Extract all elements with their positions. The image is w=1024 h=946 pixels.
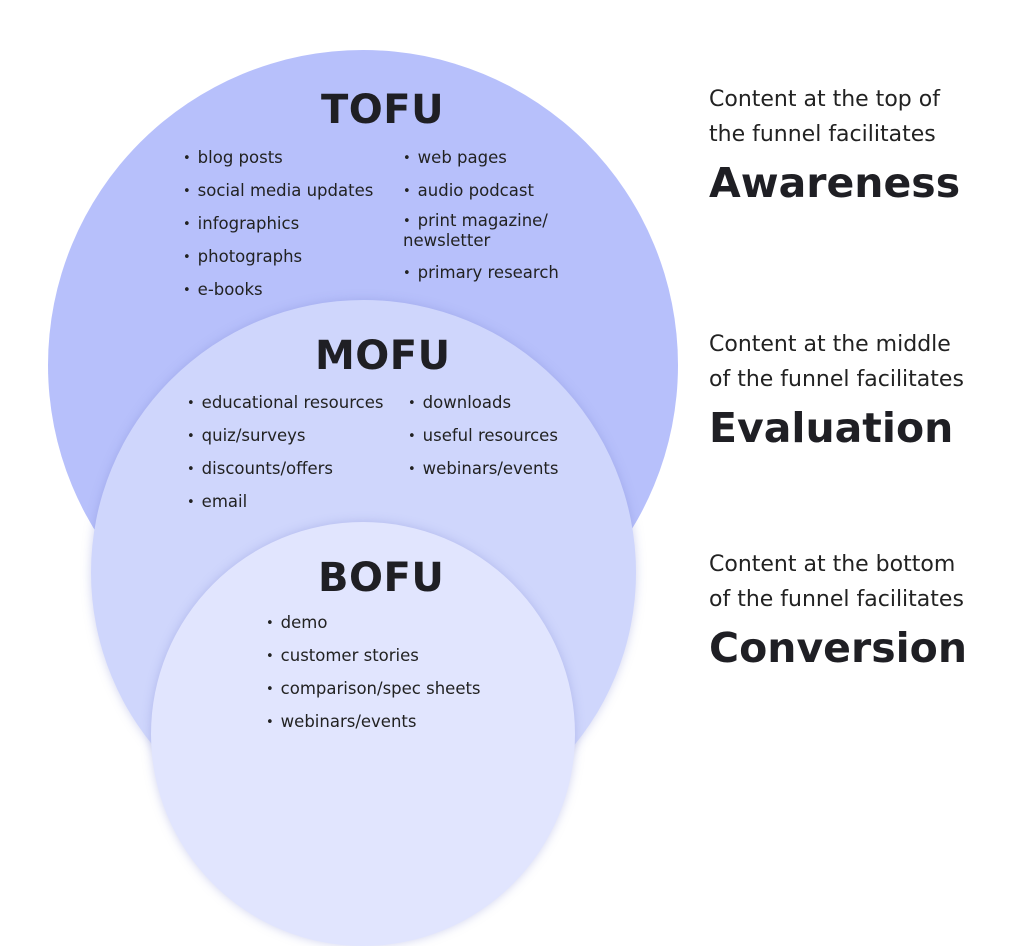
list-item: web pages	[403, 148, 507, 169]
conversion-label: Conversion	[709, 624, 968, 672]
list-item: quiz/surveys	[187, 426, 306, 447]
list-item: print magazine/ newsletter	[403, 212, 548, 250]
awareness-label: Awareness	[709, 159, 961, 207]
list-item: webinars/events	[408, 459, 559, 480]
mofu-description-line2: of the funnel facilitates	[709, 367, 964, 392]
list-item: useful resources	[408, 426, 558, 447]
mofu-title: MOFU	[315, 333, 451, 379]
funnel-diagram: TOFU blog posts social media updates inf…	[0, 0, 1024, 766]
list-item: downloads	[408, 393, 511, 414]
list-item: photographs	[183, 247, 303, 268]
list-item: comparison/spec sheets	[266, 679, 481, 700]
list-item: customer stories	[266, 646, 419, 667]
list-item: e-books	[183, 280, 263, 301]
list-item: audio podcast	[403, 181, 534, 202]
evaluation-label: Evaluation	[709, 404, 954, 452]
bofu-description-line1: Content at the bottom	[709, 552, 956, 577]
list-item: primary research	[403, 263, 559, 284]
list-item: webinars/events	[266, 712, 417, 733]
tofu-description-line2: the funnel facilitates	[709, 122, 936, 147]
mofu-description-line1: Content at the middle	[709, 332, 951, 357]
list-item: social media updates	[183, 181, 374, 202]
list-item: discounts/offers	[187, 459, 333, 480]
bofu-title: BOFU	[318, 555, 445, 601]
list-item: email	[187, 492, 248, 513]
list-item: demo	[266, 613, 328, 634]
list-item: infographics	[183, 214, 300, 235]
bofu-description-line2: of the funnel facilitates	[709, 587, 964, 612]
tofu-title: TOFU	[321, 87, 445, 133]
list-item: blog posts	[183, 148, 283, 169]
tofu-description-line1: Content at the top of	[709, 87, 940, 112]
list-item: educational resources	[187, 393, 384, 414]
